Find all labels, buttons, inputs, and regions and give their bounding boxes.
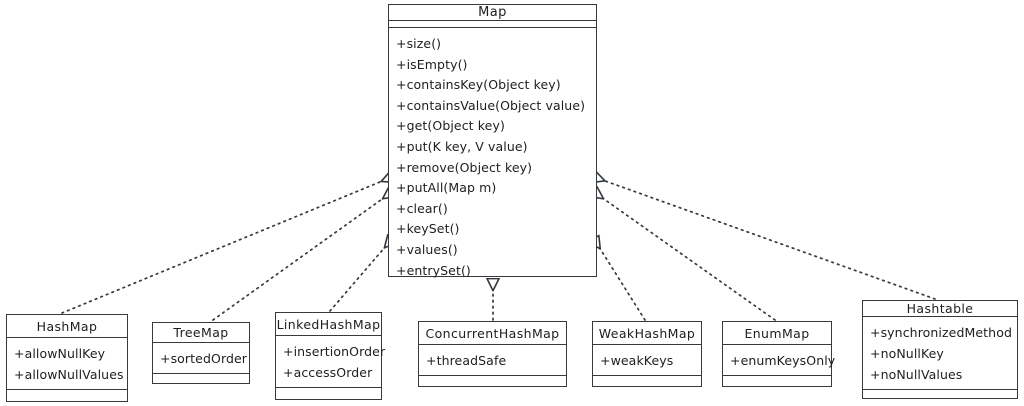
attributes-compartment-weakhashmap: +weakKeys: [593, 345, 701, 376]
class-box-hashmap[interactable]: HashMap +allowNullKey +allowNullValues: [6, 314, 128, 402]
class-name-concurrenthashmap: ConcurrentHashMap: [419, 322, 566, 345]
edge-enummap-to-map: [594, 192, 776, 321]
operations-compartment-concurrenthashmap: [419, 376, 566, 386]
class-name-treemap: TreeMap: [153, 323, 249, 344]
operations-compartment-treemap: [153, 374, 249, 383]
operation-row: +isEmpty(): [396, 56, 468, 72]
class-name-linkedhashmap: LinkedHashMap: [276, 313, 381, 336]
attributes-compartment-concurrenthashmap: +threadSafe: [419, 345, 566, 376]
class-box-hashtable[interactable]: Hashtable +synchronizedMethod +noNullKey…: [862, 300, 1018, 399]
class-box-treemap[interactable]: TreeMap +sortedOrder: [152, 322, 250, 384]
edge-treemap-to-map: [212, 192, 392, 321]
attributes-compartment-enummap: +enumKeysOnly: [723, 345, 836, 376]
operation-row: +size(): [396, 36, 442, 51]
attribute-row: +noNullValues: [870, 367, 963, 382]
operation-row: +putAll(Map m): [396, 180, 497, 196]
attributes-compartment-treemap: +sortedOrder: [153, 343, 249, 375]
class-box-concurrenthashmap[interactable]: ConcurrentHashMap +threadSafe: [418, 321, 567, 387]
operation-row: +remove(Object key): [396, 159, 533, 175]
operations-compartment-hashtable: [863, 390, 1017, 398]
class-name-weakhashmap: WeakHashMap: [593, 322, 701, 345]
attribute-row: +threadSafe: [426, 353, 507, 368]
attribute-row: +sortedOrder: [160, 351, 248, 367]
attribute-row: +accessOrder: [283, 365, 373, 380]
attribute-row: +synchronizedMethod: [870, 325, 1012, 340]
attribute-row: +allowNullValues: [14, 367, 124, 382]
edge-weakhashmap-to-map: [594, 239, 646, 321]
class-name-enummap: EnumMap: [723, 322, 831, 345]
class-box-map[interactable]: Map +size() +isEmpty() +containsKey(Obje…: [388, 4, 597, 278]
operations-compartment-enummap: [723, 376, 831, 386]
attribute-row: +enumKeysOnly: [730, 353, 836, 368]
attribute-row: +insertionOrder: [283, 344, 386, 359]
class-box-weakhashmap[interactable]: WeakHashMap +weakKeys: [592, 321, 702, 387]
operation-row: +get(Object key): [396, 118, 505, 134]
class-name-map: Map: [389, 5, 596, 21]
operations-compartment-linkedhashmap: [276, 388, 381, 399]
edge-hashtable-to-map: [594, 177, 936, 300]
attribute-row: +weakKeys: [600, 353, 674, 368]
operation-row: +containsKey(Object key): [396, 77, 561, 93]
class-box-enummap[interactable]: EnumMap +enumKeysOnly: [722, 321, 836, 387]
class-name-hashtable: Hashtable: [863, 301, 1017, 317]
operations-compartment-weakhashmap: [593, 376, 701, 386]
edge-linkedhashmap-to-map: [329, 239, 392, 312]
class-name-hashmap: HashMap: [7, 315, 127, 338]
attributes-compartment-hashmap: +allowNullKey +allowNullValues: [7, 338, 127, 390]
attribute-row: +noNullKey: [870, 346, 944, 361]
operation-row: +containsValue(Object value): [396, 97, 586, 113]
operation-row: +entrySet(): [396, 262, 471, 278]
operations-compartment-map: +size() +isEmpty() +containsKey(Object k…: [389, 28, 596, 284]
operation-row: +put(K key, V value): [396, 138, 528, 154]
class-box-linkedhashmap[interactable]: LinkedHashMap +insertionOrder +accessOrd…: [275, 312, 386, 400]
operations-compartment-hashmap: [7, 390, 127, 401]
attribute-row: +allowNullKey: [14, 346, 106, 361]
attributes-compartment-linkedhashmap: +insertionOrder +accessOrder: [276, 336, 386, 388]
operation-row: +keySet(): [396, 221, 460, 237]
operation-row: +clear(): [396, 200, 448, 216]
attributes-compartment-map: [389, 21, 596, 28]
operation-row: +values(): [396, 241, 458, 257]
edge-hashmap-to-map: [61, 177, 392, 314]
attributes-compartment-hashtable: +synchronizedMethod +noNullKey +noNullVa…: [863, 317, 1017, 390]
